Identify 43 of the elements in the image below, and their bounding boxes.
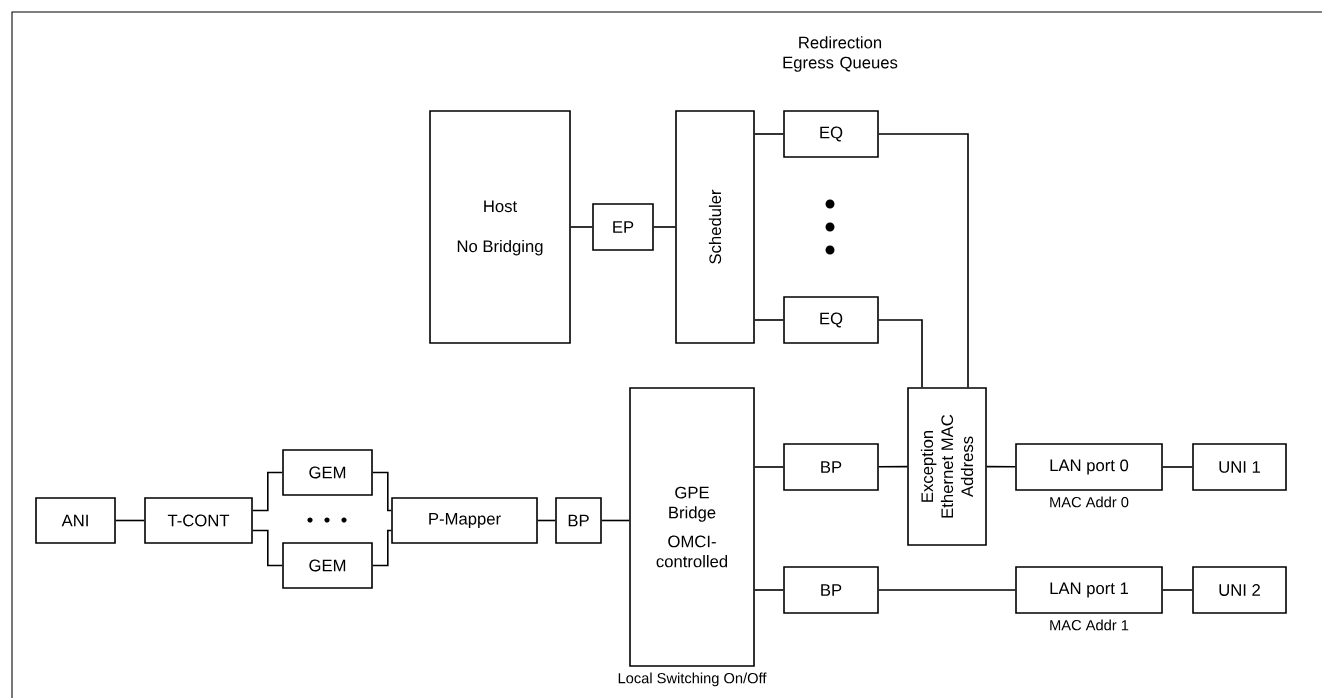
process-box: EQ [783,296,879,344]
connector-line [754,466,784,468]
process-box: EQ [783,110,879,158]
connector-line [372,529,392,567]
connector-line [1162,466,1193,468]
caption-text: MAC Addr 1 [1050,619,1129,631]
connector-line [878,133,969,388]
process-box: Scheduler [675,110,755,344]
heading-text: Redirection Egress Queues [783,36,898,72]
connector-line [252,529,283,567]
process-box: ANI [35,497,116,544]
connector-line [601,519,630,522]
process-box: P-Mapper [391,497,538,544]
process-box: GEM [282,542,373,589]
process-box: BP [783,566,879,614]
connector-line [1162,589,1193,591]
connector-line [653,226,676,228]
process-box: UNI 1 [1192,443,1287,491]
process-box: T-CONT [144,497,253,544]
connector-line [754,133,784,135]
connector-line [878,589,1016,591]
connector-line [570,226,593,228]
caption-text: MAC Addr 0 [1050,496,1129,508]
process-box: BP [783,443,879,491]
connector-line [878,319,923,388]
connector-line [986,465,1016,468]
connector-line [754,319,784,321]
process-box: LAN port 0 [1015,443,1163,491]
process-box: GEM [282,449,373,496]
process-box: UNI 2 [1192,566,1287,614]
process-box: Exception Ethernet MAC Address [907,387,987,546]
connector-line [252,471,283,512]
connector-line [754,589,784,591]
process-box: Host No Bridging [429,110,571,344]
process-box: EP [592,203,654,251]
process-box: LAN port 1 [1015,566,1163,614]
process-box: GPE Bridge OMCI-controlled [629,387,755,667]
connector-line [878,465,908,468]
caption-text: Local Switching On/Off [618,672,767,687]
process-box: BP [555,497,602,544]
connector-line [537,519,556,522]
connector-line [115,519,145,522]
connector-line [372,471,392,512]
